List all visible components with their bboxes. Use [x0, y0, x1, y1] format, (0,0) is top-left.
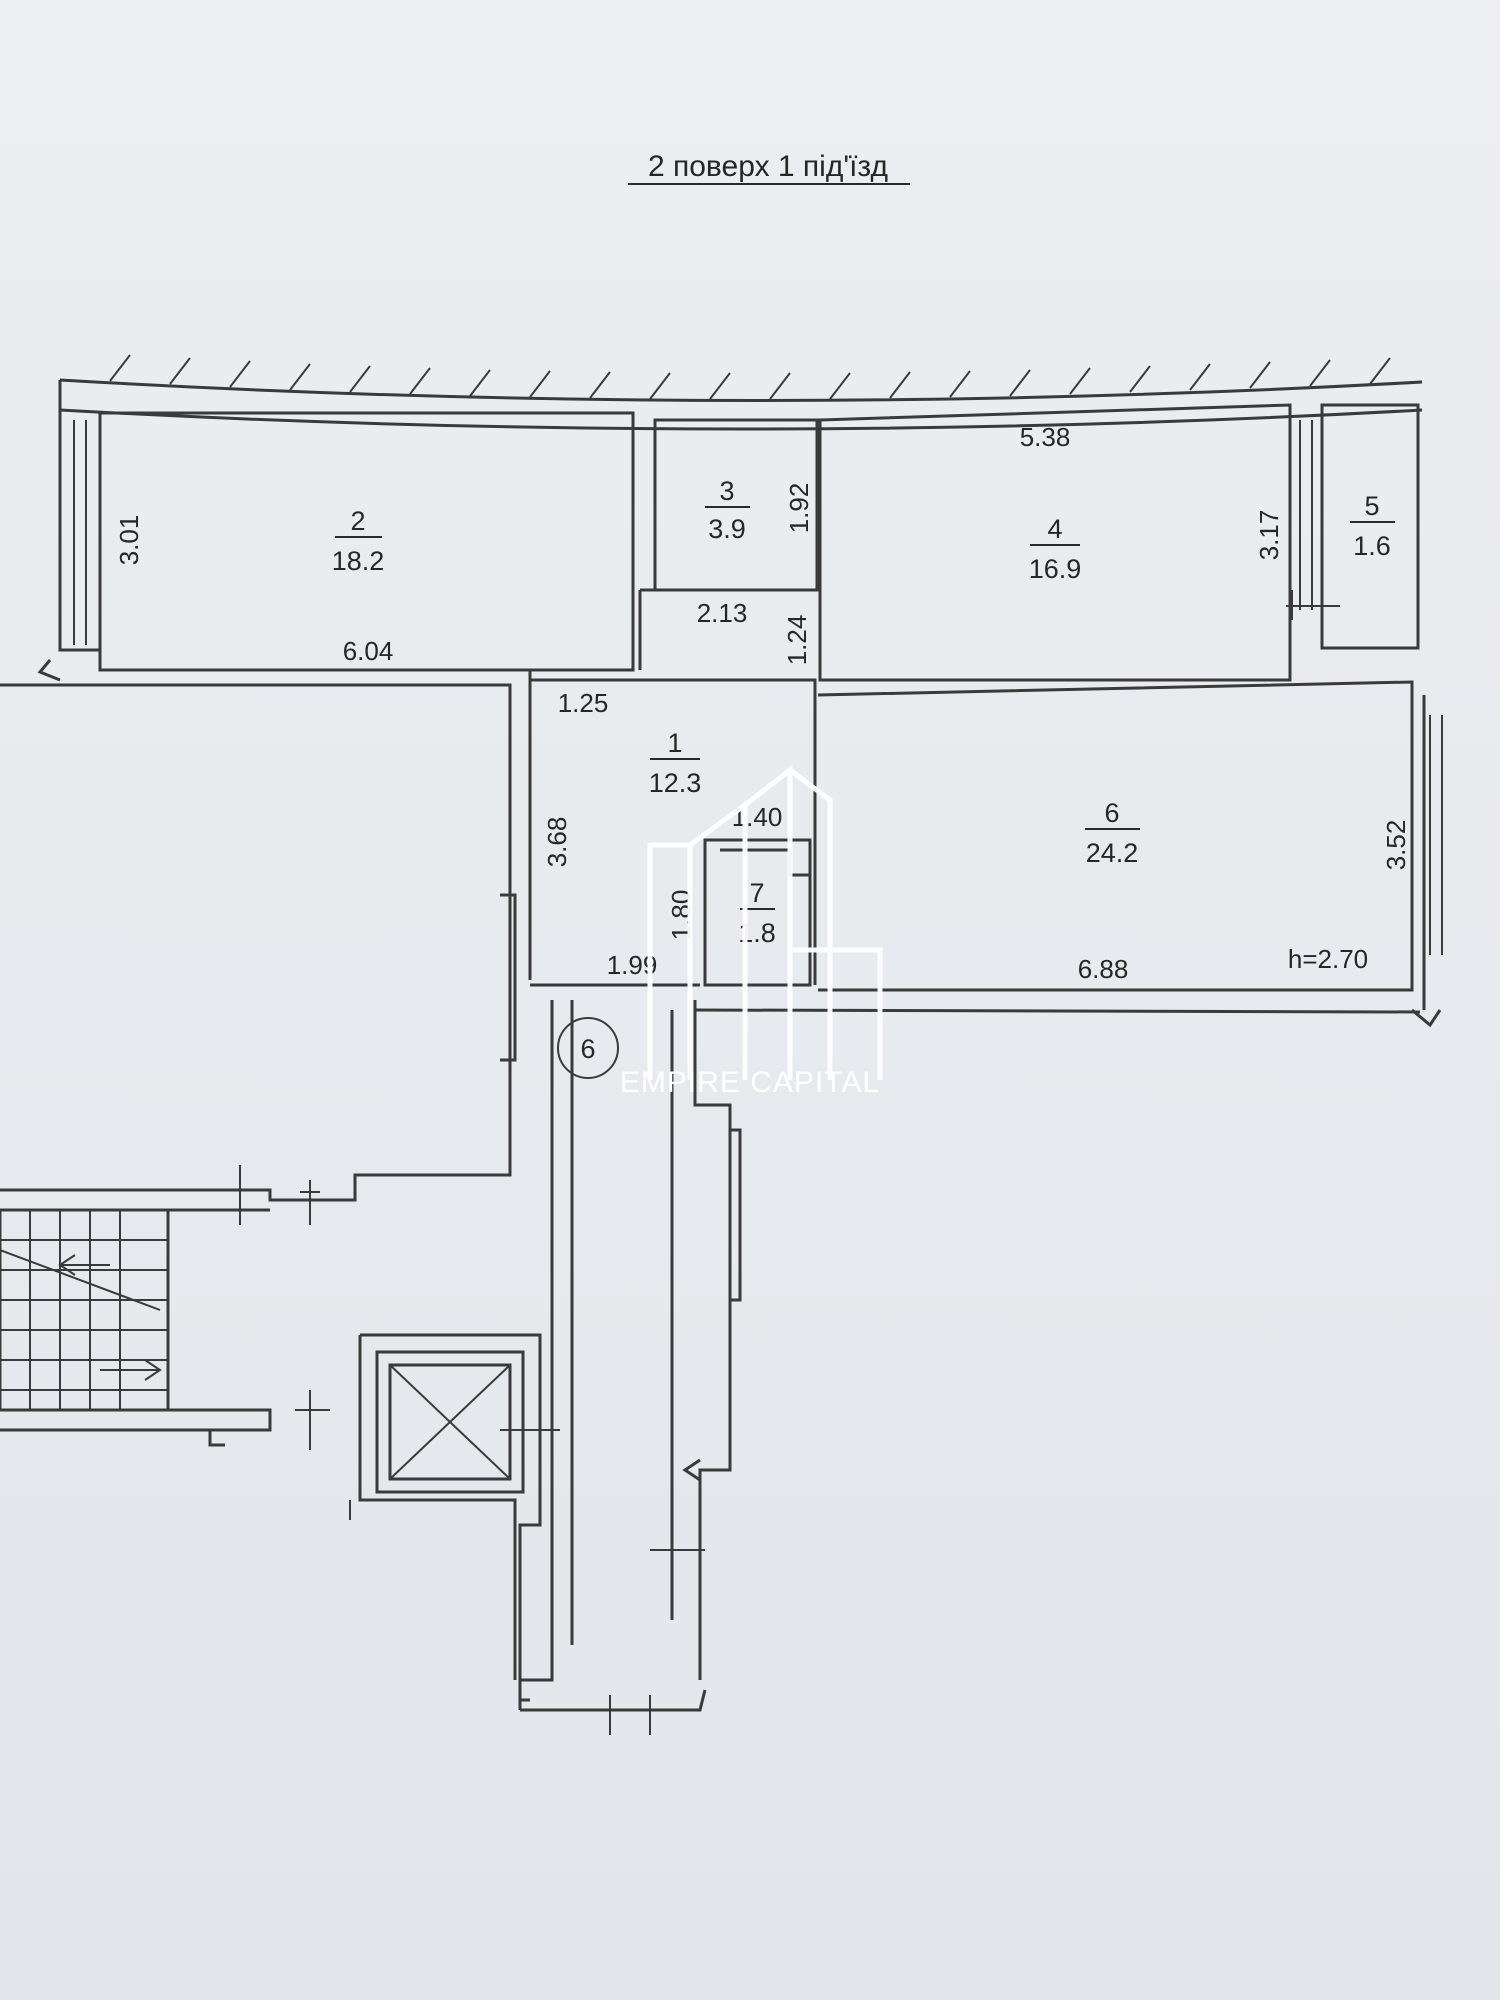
dim-room6-height: 3.52: [1381, 820, 1411, 871]
room-3-number: 3: [719, 476, 734, 506]
dim-room2-height: 3.01: [114, 515, 144, 566]
plan-title: 2 поверх 1 під'їзд: [648, 150, 888, 183]
dim-room3-width: 2.13: [697, 598, 748, 628]
room-3-label: 3 3.9: [705, 476, 750, 544]
room-6-area: 24.2: [1086, 838, 1139, 868]
room-4-label: 4 16.9: [1029, 514, 1082, 584]
dim-room6-width: 6.88: [1078, 954, 1129, 984]
room-3-area: 3.9: [708, 514, 746, 544]
walls: [0, 354, 1443, 1735]
room-5-number: 5: [1364, 491, 1379, 521]
room-5-area: 1.6: [1353, 531, 1391, 561]
room-6-number: 6: [1104, 798, 1119, 828]
room-1-area: 12.3: [649, 768, 702, 798]
ceiling-height-label: h=2.70: [1288, 944, 1368, 974]
dim-room1-1-25: 1.25: [558, 688, 609, 718]
room-4-number: 4: [1047, 514, 1062, 544]
watermark-text: EMPIRE CAPITAL: [620, 1066, 880, 1099]
room-6-label: 6 24.2: [1085, 798, 1140, 868]
dim-corridor-1-24: 1.24: [782, 615, 812, 666]
room-1-label: 1 12.3: [649, 728, 702, 798]
room-2-number: 2: [350, 506, 365, 536]
room-7-number: 7: [749, 878, 764, 908]
room-5-label: 5 1.6: [1350, 491, 1395, 561]
wall-hatching: [109, 354, 1391, 400]
stair-marker-label: 6: [580, 1034, 595, 1064]
room-2-area: 18.2: [332, 546, 385, 576]
dim-room4-width: 5.38: [1020, 422, 1071, 452]
room-2-label: 2 18.2: [332, 506, 385, 576]
dim-room4-height: 3.17: [1254, 510, 1284, 561]
dim-room1-height: 3.68: [542, 817, 572, 868]
stair-marker-circle: [557, 1017, 619, 1079]
dim-room2-width: 6.04: [343, 636, 394, 666]
room-1-number: 1: [667, 728, 682, 758]
dim-room3-height: 1.92: [784, 483, 814, 534]
room-4-area: 16.9: [1029, 554, 1082, 584]
watermark-logo: [647, 764, 883, 1080]
